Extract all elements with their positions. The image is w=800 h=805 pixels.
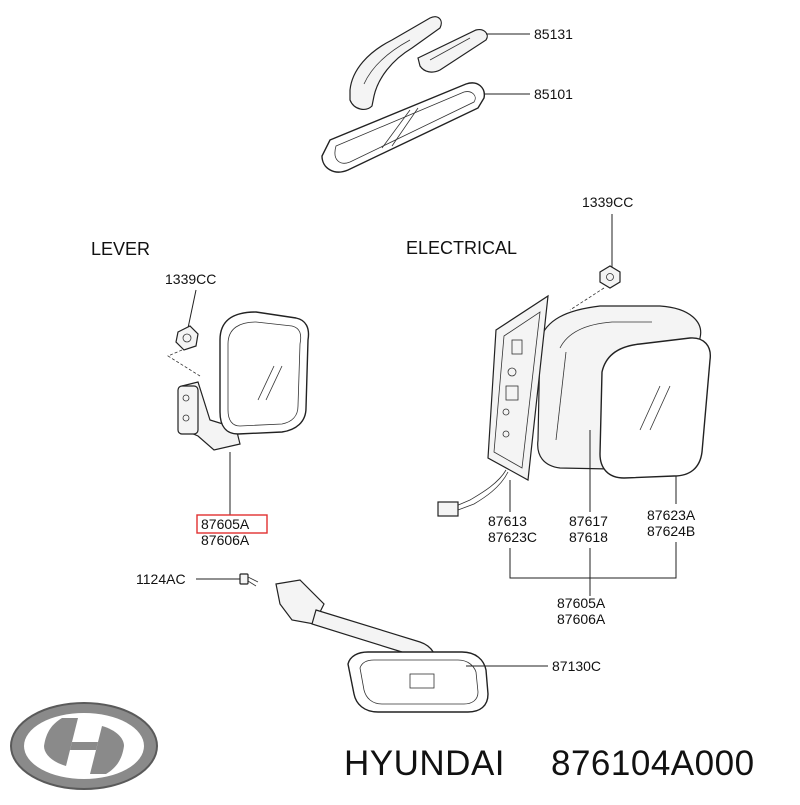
screw-1124ac [239,573,259,587]
label-87605a-lever: 87605A [201,516,250,532]
label-87618: 87618 [569,529,608,545]
label-1339cc-lever: 1339CC [165,271,216,287]
label-87606a-lever: 87606A [201,532,250,548]
label-1124ac: 1124AC [136,571,186,587]
label-87605a-group: 87605A [557,595,606,611]
section-electrical: ELECTRICAL [406,238,517,258]
label-87624b: 87624B [647,523,695,539]
part-number: 876104A000 [551,744,755,783]
brand-name: HYUNDAI [344,744,505,783]
mirror-85101 [321,82,485,173]
group-bracket [509,542,677,579]
label-87623c: 87623C [488,529,537,545]
lever-mirror-assembly [177,311,310,451]
arm-mirror-87130c [275,579,489,713]
hyundai-logo [10,702,158,790]
label-87606a-group: 87606A [557,611,606,627]
label-87130c: 87130C [552,658,601,674]
dash-electrical [569,287,605,311]
label-87613: 87613 [488,513,527,529]
nut-lever [175,325,199,351]
section-lever: LEVER [91,239,150,259]
leader-1339cc-lever [187,289,197,329]
highlight-box-87605a [196,514,268,534]
dash-lever [167,349,201,377]
mirror-cover-85131 [349,16,488,110]
electrical-mirror-assembly [437,294,711,517]
label-87623a: 87623A [647,507,696,523]
label-1339cc-electrical: 1339CC [582,194,633,210]
label-87617: 87617 [569,513,608,529]
label-85131: 85131 [534,26,573,42]
label-85101: 85101 [534,86,573,102]
nut-electrical [599,265,621,289]
